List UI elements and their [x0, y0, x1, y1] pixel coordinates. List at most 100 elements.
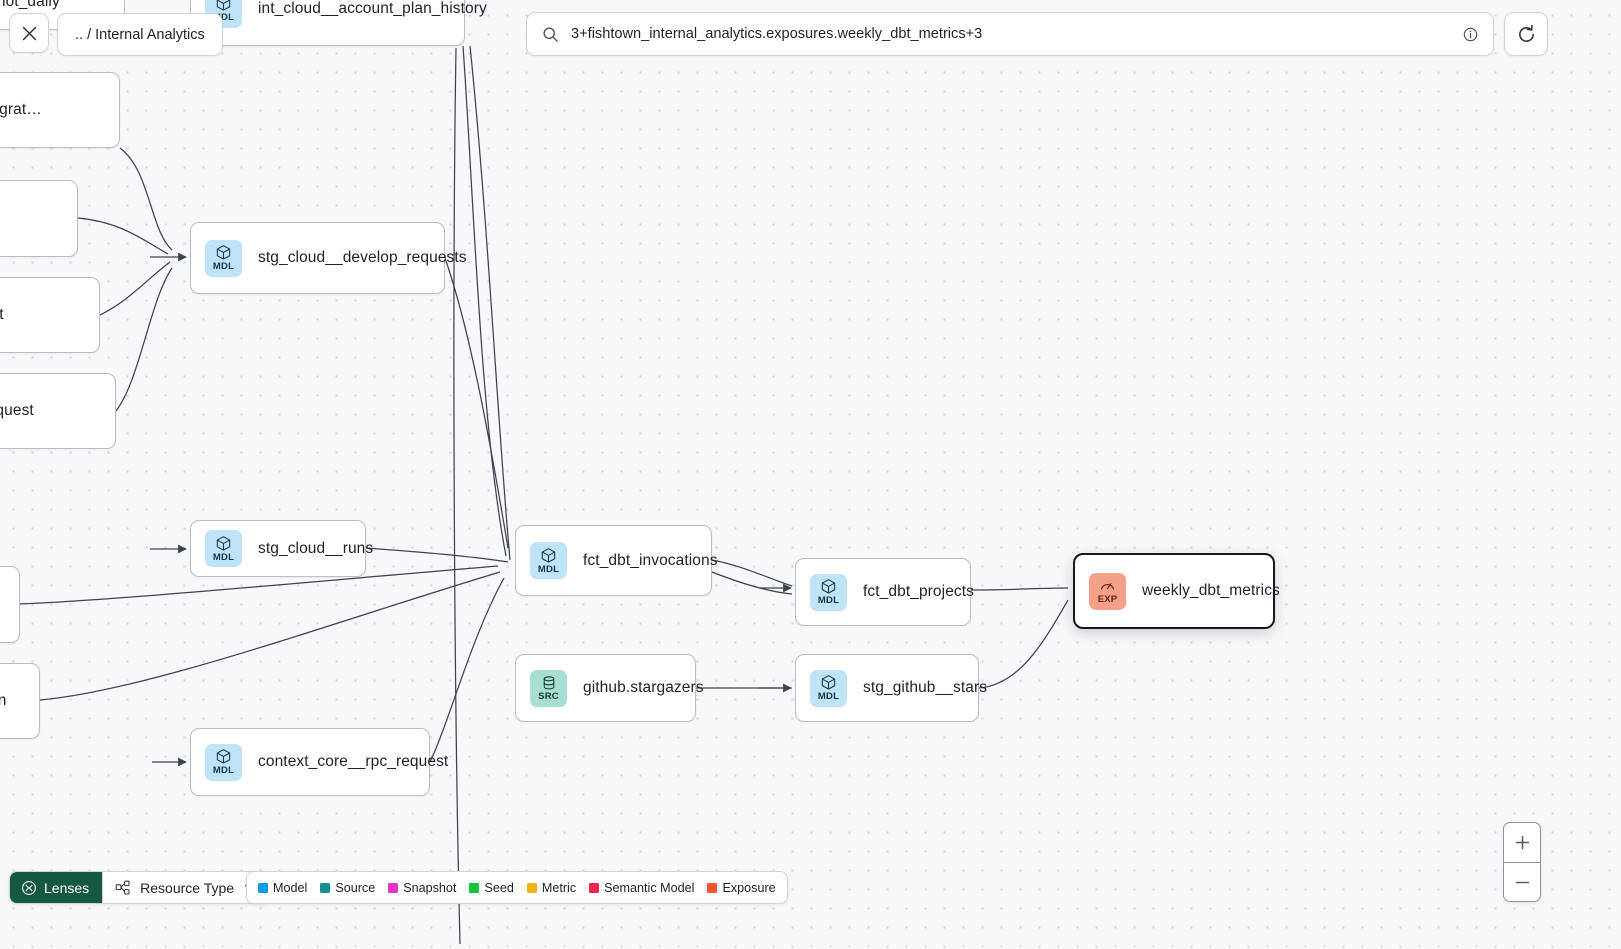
node-type-text: SRC — [538, 690, 559, 702]
legend-item[interactable]: Source — [320, 881, 375, 895]
breadcrumb[interactable]: .. / Internal Analytics — [57, 13, 223, 56]
node-type-text: EXP — [1097, 594, 1118, 605]
node-type-text: MDL — [817, 595, 840, 606]
node-type-text: MDL — [537, 563, 560, 575]
node-label: _develop_request — [0, 402, 34, 419]
zoom-controls — [1503, 822, 1541, 902]
node-label: snapshot_daily — [0, 0, 60, 10]
refresh-icon — [1518, 24, 1534, 42]
node-type-badge-mdl: MDL — [530, 542, 567, 579]
cube-icon — [215, 748, 232, 765]
lenses-label: Lenses — [44, 879, 90, 896]
legend-swatch — [589, 882, 600, 893]
lineage-node[interactable]: MDL stg_github__stars — [795, 654, 987, 722]
legend-item[interactable]: Model — [258, 881, 307, 895]
cube-icon — [215, 535, 232, 552]
node-label: fct_dbt_invocations — [583, 551, 718, 569]
legend-label: Model — [273, 880, 308, 895]
legend-swatch — [320, 882, 331, 893]
node-label: context_core__rpc_request — [258, 753, 449, 770]
resource-type-legend: Model Source Snapshot Seed Metric Semantic Mo… — [246, 871, 788, 904]
node-type-text: MDL — [212, 12, 235, 23]
lineage-node[interactable]: _develop_request — [0, 373, 116, 449]
lineage-node[interactable]: SRC github.stargazers — [515, 654, 704, 722]
node-type-text: MDL — [817, 691, 840, 702]
gauge-icon — [1099, 577, 1116, 594]
node-label: _run — [0, 692, 7, 709]
legend-swatch — [469, 882, 480, 893]
node-type-text: MDL — [212, 551, 235, 563]
minus-icon — [1515, 881, 1529, 883]
legend-item[interactable]: Metric — [526, 880, 577, 895]
legend-swatch — [526, 882, 537, 893]
lineage-node[interactable]: multicell_migrat… — [0, 72, 120, 148]
zoom-out-button[interactable] — [1504, 862, 1540, 901]
legend-label: Exposure — [722, 880, 776, 895]
lineage-node[interactable]: op_request — [0, 180, 78, 257]
search-input[interactable] — [571, 26, 1450, 42]
node-label: stg_github__stars — [863, 679, 988, 696]
node-label: velop_request — [0, 306, 4, 323]
legend-label: Seed — [484, 880, 514, 895]
node-label: weekly_dbt_metrics — [1142, 582, 1280, 599]
legend-item[interactable]: Exposure — [707, 880, 776, 895]
node-type-badge-mdl: MDL — [810, 573, 847, 611]
node-type-text: MDL — [212, 261, 235, 272]
node-label: stg_cloud__runs — [258, 539, 374, 557]
legend-swatch — [707, 882, 718, 893]
lenses-button[interactable]: Lenses — [10, 872, 103, 903]
node-label: multicell_migrat… — [0, 101, 42, 118]
node-type-badge-exp: EXP — [1089, 572, 1126, 610]
cube-icon — [215, 0, 232, 12]
node-label: int_cloud__account_plan_history — [258, 0, 487, 17]
search-bar[interactable] — [526, 12, 1494, 56]
legend-label: Semantic Model — [604, 880, 695, 895]
lineage-node[interactable]: MDL fct_dbt_invocations — [515, 525, 718, 596]
cube-icon — [820, 674, 837, 691]
search-icon — [543, 26, 558, 42]
legend-label: Metric — [541, 880, 577, 895]
close-button[interactable] — [9, 13, 49, 53]
lineage-node[interactable]: velop_request — [0, 277, 100, 353]
hierarchy-icon — [115, 880, 130, 895]
node-label: fct_dbt_projects — [863, 583, 975, 600]
legend-item[interactable]: Seed — [469, 880, 514, 895]
lineage-node[interactable]: MDL fct_dbt_projects — [795, 558, 975, 626]
legend-label: Source — [335, 880, 376, 895]
legend-label: Snapshot — [403, 880, 457, 895]
node-label: stg_cloud__develop_requests — [258, 249, 467, 266]
info-icon[interactable] — [1462, 26, 1479, 43]
database-icon — [541, 675, 557, 691]
legend-item[interactable]: Snapshot — [388, 881, 456, 895]
refresh-button[interactable] — [1504, 12, 1548, 56]
breadcrumb-label: .. / Internal Analytics — [75, 26, 205, 43]
node-type-text: MDL — [212, 765, 235, 776]
lineage-node[interactable]: _run — [0, 663, 40, 739]
node-type-badge-mdl: MDL — [205, 239, 242, 277]
resource-type-label: Resource Type — [140, 879, 235, 896]
node-label: github.stargazers — [583, 679, 704, 696]
lens-icon — [22, 880, 36, 895]
zoom-in-button[interactable] — [1504, 823, 1540, 862]
legend-item[interactable]: Semantic Model — [589, 881, 694, 895]
node-type-badge-src: SRC — [530, 669, 567, 707]
legend-swatch — [258, 882, 268, 893]
cube-icon — [820, 578, 837, 595]
lineage-node[interactable]: MDL context_core__rpc_request — [190, 728, 448, 796]
close-icon — [22, 26, 36, 40]
lineage-node[interactable]: MDL stg_cloud__runs — [190, 520, 373, 577]
bottom-toolbar: Lenses Resource Type — [9, 871, 270, 904]
legend-swatch — [388, 882, 399, 893]
cube-icon — [215, 244, 232, 261]
lineage-node[interactable]: n — [0, 566, 20, 643]
lineage-node[interactable]: EXP weekly_dbt_metrics — [1073, 553, 1280, 629]
node-type-badge-mdl: MDL — [810, 669, 847, 707]
plus-icon — [1515, 835, 1529, 850]
lineage-node[interactable]: MDL stg_cloud__develop_requests — [190, 222, 467, 294]
node-type-badge-mdl: MDL — [205, 530, 242, 567]
node-type-badge-mdl: MDL — [205, 743, 242, 781]
resource-type-dropdown[interactable]: Resource Type — [102, 872, 269, 903]
lineage-node[interactable]: MDL int_cloud__account_plan_history — [190, 0, 487, 46]
